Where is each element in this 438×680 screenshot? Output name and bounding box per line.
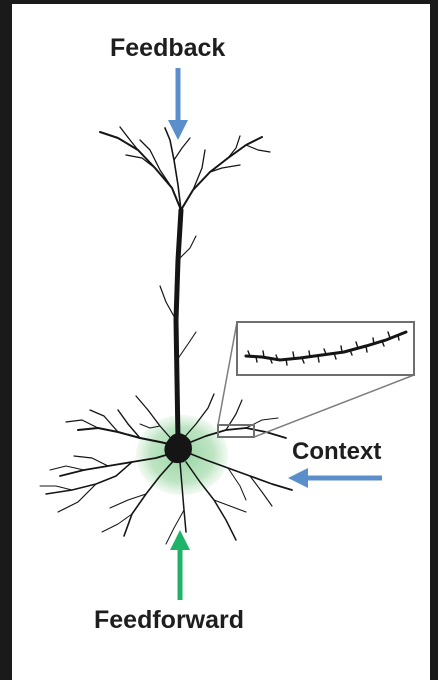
feedforward-arrow bbox=[170, 530, 190, 600]
basal-dendrites bbox=[40, 394, 292, 544]
feedback-arrow bbox=[168, 68, 188, 140]
feedforward-label: Feedforward bbox=[94, 606, 244, 635]
apical-dendrite bbox=[100, 127, 270, 440]
feedback-label: Feedback bbox=[110, 34, 225, 63]
context-arrow bbox=[288, 468, 382, 488]
context-label: Context bbox=[292, 438, 381, 466]
dendrite-inset bbox=[218, 322, 414, 437]
